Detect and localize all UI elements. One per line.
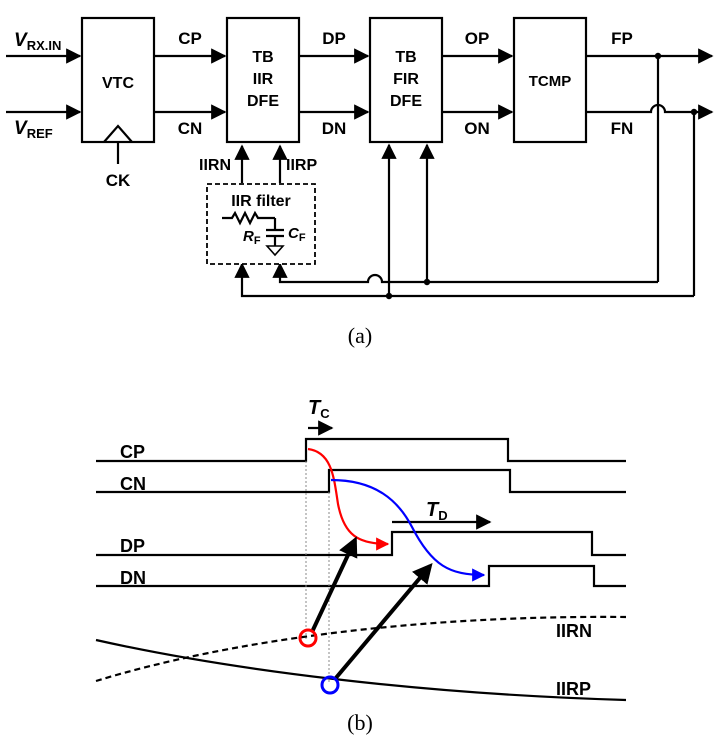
fir-dfe-line3: DFE: [390, 93, 422, 110]
b-iirn-label: IIRN: [556, 621, 592, 641]
b-dn-label: DN: [120, 568, 146, 588]
td-label: TD: [426, 499, 448, 523]
fir-dfe-line1: TB: [395, 49, 416, 66]
on-label: ON: [464, 119, 490, 138]
dn-waveform: [96, 564, 626, 588]
tcmp-block: [512, 16, 588, 144]
iirn-label: IIRN: [199, 157, 231, 174]
op-label: OP: [465, 29, 490, 48]
fir-dfe-line2: FIR: [393, 71, 419, 88]
vtc-block: [80, 16, 156, 144]
fn-feedback-horizontal: [234, 262, 694, 298]
dn-label: DN: [322, 119, 347, 138]
fp-label: FP: [611, 29, 633, 48]
fp-feedback-horizontal: [272, 262, 658, 284]
diagram-b: TC CP CN DP DN TD IIRN IIRP (b): [95, 397, 627, 735]
iir-dfe-line1: TB: [252, 49, 273, 66]
vref-label: VREF: [14, 118, 53, 141]
cp-waveform: [96, 437, 626, 463]
red-transition-curve: [307, 447, 390, 551]
cp-label: CP: [178, 29, 202, 48]
iir-dfe-block: [225, 16, 301, 144]
vtc-label: VTC: [102, 75, 134, 92]
diagram-a: VRX.IN VREF VTC CK CP CN TB IIR DFE DP D…: [6, 16, 714, 348]
rf-label: RF: [243, 228, 261, 247]
iir-filter-title: IIR filter: [231, 193, 291, 210]
b-cn-label: CN: [120, 474, 146, 494]
dp-waveform: [96, 530, 626, 557]
iir-filter-box: [206, 183, 316, 265]
iirp-to-dn-arrow: [333, 562, 433, 681]
cf-label: CF: [288, 225, 306, 244]
cn-waveform: [96, 468, 626, 494]
iirn-curve: [95, 615, 627, 683]
blue-transition-curve: [330, 478, 486, 582]
vrx-label: VRX.IN: [14, 30, 61, 53]
tc-label: TC: [308, 397, 330, 421]
cn-label: CN: [178, 119, 203, 138]
fn-label: FN: [611, 119, 634, 138]
caption-a: (a): [348, 323, 372, 348]
fir-junction-2: [385, 292, 393, 300]
iirp-label: IIRP: [286, 157, 317, 174]
fir-dfe-block: [368, 16, 444, 144]
red-marker-circle: [298, 628, 318, 648]
b-cp-label: CP: [120, 442, 145, 462]
iirn-to-dp-arrow: [310, 536, 358, 633]
dp-label: DP: [322, 29, 346, 48]
b-iirp-label: IIRP: [556, 679, 591, 699]
clock-triangle: [103, 124, 133, 143]
fir-junction-1: [423, 278, 431, 286]
resistor-icon: [222, 210, 275, 226]
iir-dfe-line3: DFE: [247, 93, 279, 110]
blue-marker-circle: [320, 675, 340, 695]
ground-icon: [265, 245, 285, 257]
tcmp-label: TCMP: [529, 73, 572, 90]
ck-label: CK: [106, 171, 131, 190]
iir-dfe-line2: IIR: [253, 71, 274, 88]
caption-b: (b): [347, 710, 373, 735]
b-dp-label: DP: [120, 536, 145, 556]
